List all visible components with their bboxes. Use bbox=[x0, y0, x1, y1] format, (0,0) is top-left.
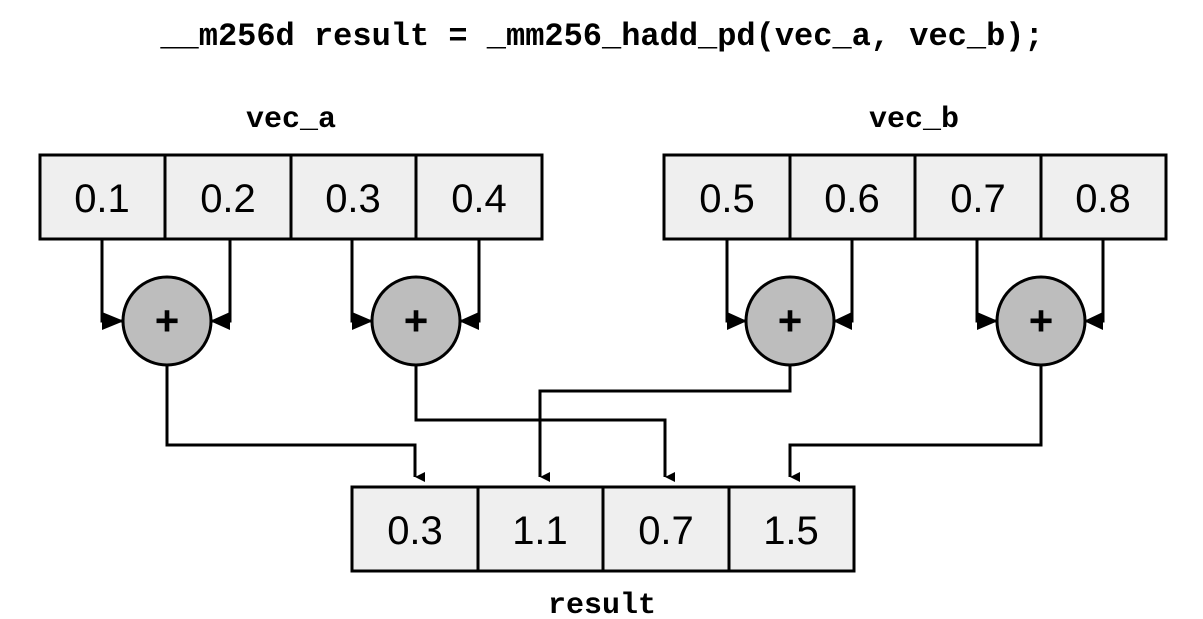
input-wire bbox=[350, 239, 371, 323]
arrowhead bbox=[977, 312, 998, 330]
plus-icon: + bbox=[155, 297, 180, 344]
output-wire bbox=[788, 366, 1043, 482]
plus-icon: + bbox=[1029, 297, 1054, 344]
vec-a-value: 0.3 bbox=[325, 177, 381, 221]
input-wires bbox=[100, 239, 1105, 323]
vec-b-register: 0.5 0.6 0.7 0.8 bbox=[662, 153, 1168, 241]
arrowhead bbox=[727, 312, 747, 330]
vec-b-value: 0.6 bbox=[824, 177, 880, 221]
vec-a-cell bbox=[163, 153, 293, 241]
vec-b-cell bbox=[788, 153, 917, 241]
vec-b-value: 0.5 bbox=[699, 177, 755, 221]
vec-a-value: 0.1 bbox=[74, 177, 130, 221]
arrowhead bbox=[102, 312, 124, 330]
input-wire bbox=[100, 239, 122, 323]
input-wire bbox=[725, 239, 745, 323]
input-wire bbox=[461, 239, 481, 323]
plus-icon: + bbox=[404, 297, 429, 344]
vec-a-label: vec_a bbox=[246, 103, 336, 137]
vec-a-register: 0.1 0.2 0.3 0.4 bbox=[38, 153, 544, 241]
vec-a-cell bbox=[38, 153, 167, 241]
arrowhead bbox=[352, 312, 373, 330]
result-value: 0.7 bbox=[638, 509, 694, 553]
arrowhead bbox=[833, 312, 852, 330]
result-value: 0.3 bbox=[387, 509, 443, 553]
output-wires bbox=[165, 366, 1043, 482]
adder-circle bbox=[744, 275, 836, 367]
vec-b-cell bbox=[1039, 153, 1168, 241]
output-wire bbox=[538, 366, 792, 482]
vec-b-value: 0.8 bbox=[1075, 177, 1131, 221]
input-wire bbox=[1086, 239, 1105, 323]
input-wire bbox=[212, 239, 232, 323]
arrowhead bbox=[459, 312, 479, 330]
result-cell bbox=[727, 485, 856, 573]
arrowhead bbox=[1084, 312, 1103, 330]
arrowhead bbox=[210, 312, 230, 330]
vec-a-value: 0.4 bbox=[451, 177, 507, 221]
input-wire bbox=[835, 239, 854, 323]
plus-icon: + bbox=[778, 297, 803, 344]
output-wire bbox=[165, 366, 425, 482]
input-arrowheads bbox=[102, 312, 1103, 330]
vec-a-value: 0.2 bbox=[200, 177, 256, 221]
adders: + + + + bbox=[121, 275, 1087, 367]
code-line: __m256d result = _mm256_hadd_pd(vec_a, v… bbox=[159, 18, 1043, 55]
adder-circle bbox=[370, 275, 462, 367]
input-wire bbox=[975, 239, 996, 323]
result-value: 1.5 bbox=[763, 509, 819, 553]
result-cell bbox=[601, 485, 731, 573]
vec-a-cell bbox=[414, 153, 544, 241]
adder-circle bbox=[995, 275, 1087, 367]
vec-b-value: 0.7 bbox=[950, 177, 1006, 221]
result-label: result bbox=[548, 589, 656, 619]
result-value: 1.1 bbox=[512, 509, 568, 553]
vec-b-label: vec_b bbox=[869, 103, 959, 137]
result-cell bbox=[476, 485, 605, 573]
result-register: 0.3 1.1 0.7 1.5 bbox=[350, 485, 856, 573]
adder-circle bbox=[121, 275, 213, 367]
